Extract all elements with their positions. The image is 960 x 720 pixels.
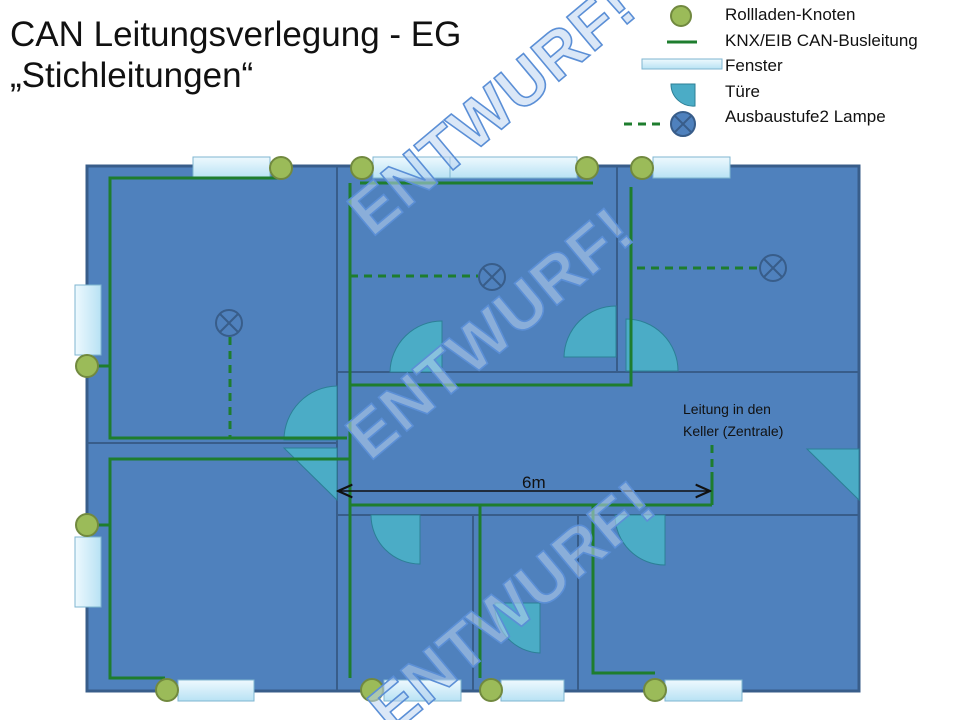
bus-lines	[87, 176, 714, 680]
legend-bus-label: KNX/EIB CAN-Busleitung	[725, 31, 918, 50]
legend-lamp-label: Ausbaustufe2 Lampe	[725, 107, 886, 126]
legend-lamp-icon	[670, 111, 696, 137]
window-top-1	[192, 156, 271, 179]
bus-line-8	[591, 505, 655, 675]
legend-node-label: Rollladen-Knoten	[725, 5, 856, 24]
node-7	[155, 678, 179, 702]
window-left-2	[74, 536, 102, 608]
window-bottom-2	[383, 679, 462, 702]
doors	[282, 305, 860, 654]
legend-window-icon	[641, 58, 723, 70]
node-2	[350, 156, 374, 180]
door-8	[614, 514, 666, 566]
lamp-icon-2	[478, 263, 506, 291]
page-title: CAN Leitungsverlegung - EG „Stichleitung…	[10, 14, 461, 96]
door-7	[370, 514, 421, 565]
door-2	[282, 447, 338, 502]
windows	[74, 156, 743, 702]
window-left-1	[74, 284, 102, 356]
title-line-2: „Stichleitungen“	[10, 56, 254, 95]
lamps	[215, 254, 787, 337]
legend-door-label: Türe	[725, 82, 760, 101]
lamp-icon-3	[759, 254, 787, 282]
node-10	[643, 678, 667, 702]
dimension-label: 6m	[522, 473, 546, 492]
cellar-note-line-1: Leitung in den	[683, 401, 771, 417]
node-5	[75, 354, 99, 378]
door-4	[563, 305, 617, 358]
door-1	[283, 385, 338, 441]
node-4	[630, 156, 654, 180]
door-9	[494, 602, 541, 654]
window-top-4	[652, 156, 731, 179]
node-9	[479, 678, 503, 702]
shutter-nodes	[75, 156, 667, 702]
node-6	[75, 513, 99, 537]
bus-line-5	[108, 457, 350, 680]
window-bottom-1	[177, 679, 255, 702]
door-3	[389, 320, 443, 373]
lamp-lines	[228, 266, 758, 467]
lamp-icon-1	[215, 309, 243, 337]
title-line-1: CAN Leitungsverlegung - EG	[10, 15, 462, 54]
node-8	[360, 678, 384, 702]
window-bottom-4	[664, 679, 743, 702]
node-1	[269, 156, 293, 180]
legend-node-icon	[670, 5, 692, 27]
door-6	[805, 448, 860, 502]
node-3	[575, 156, 599, 180]
cellar-note-line-2: Keller (Zentrale)	[683, 423, 783, 439]
window-bottom-3	[500, 679, 565, 702]
legend-symbols	[624, 5, 723, 137]
door-5	[625, 318, 679, 372]
legend-window-label: Fenster	[725, 56, 783, 75]
bus-line-4	[350, 187, 633, 387]
legend-door-icon	[670, 83, 696, 107]
